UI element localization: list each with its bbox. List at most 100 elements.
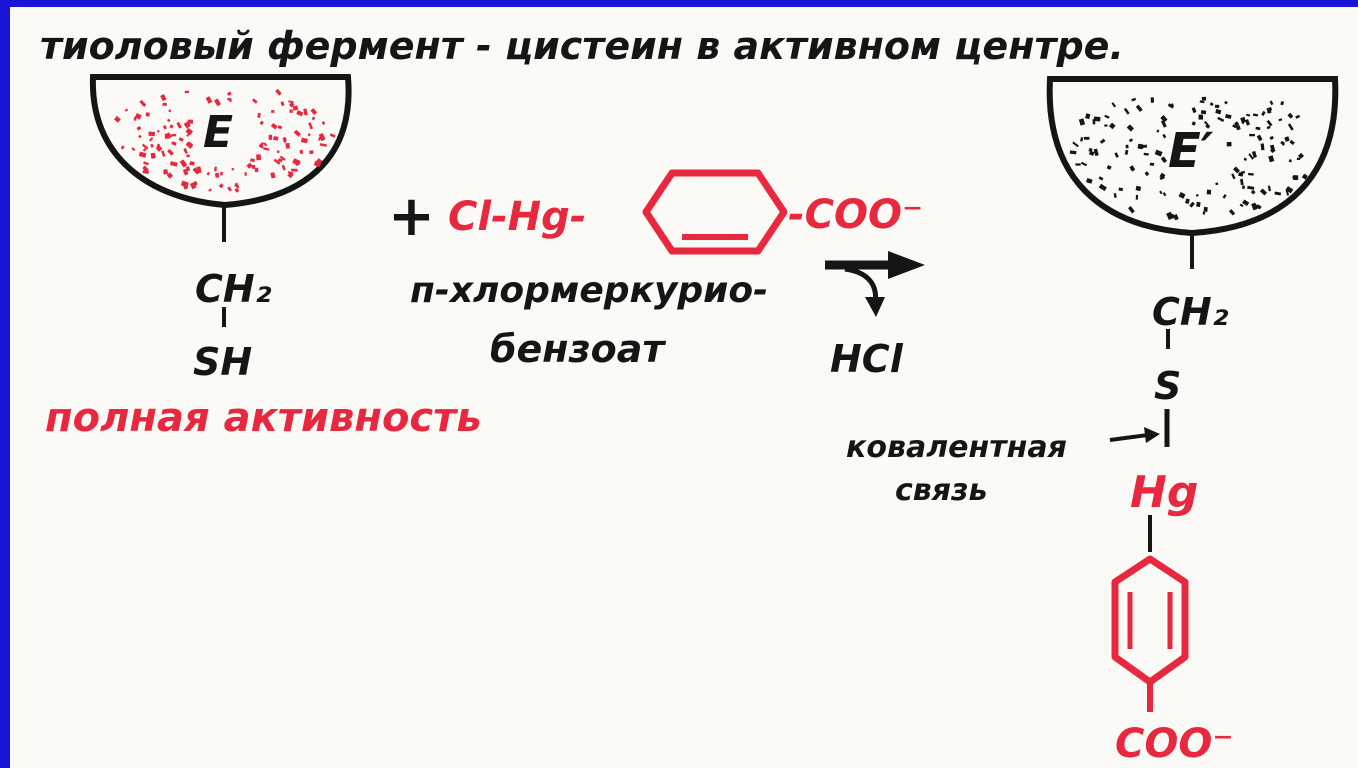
texture-speck xyxy=(186,141,194,148)
texture-speck xyxy=(234,182,240,189)
texture-speck xyxy=(254,167,259,173)
left-enzyme-dots xyxy=(114,88,336,193)
texture-speck xyxy=(1280,100,1285,106)
texture-speck xyxy=(1243,157,1247,161)
texture-speck xyxy=(1162,133,1167,139)
texture-speck xyxy=(187,119,193,124)
texture-speck xyxy=(252,98,258,104)
texture-speck xyxy=(169,124,174,129)
texture-speck xyxy=(300,137,308,144)
texture-speck xyxy=(1244,119,1251,126)
texture-speck xyxy=(1215,182,1219,186)
texture-speck xyxy=(160,93,167,102)
texture-speck xyxy=(281,164,286,171)
texture-speck xyxy=(1274,191,1282,196)
texture-speck xyxy=(1296,157,1301,161)
texture-speck xyxy=(1099,138,1106,144)
texture-speck xyxy=(268,134,273,140)
texture-speck xyxy=(1191,107,1197,114)
texture-speck xyxy=(1242,185,1245,189)
texture-speck xyxy=(1104,114,1110,119)
texture-speck xyxy=(150,143,154,148)
texture-speck xyxy=(1142,144,1148,148)
texture-speck xyxy=(318,132,326,142)
texture-speck xyxy=(1160,120,1167,128)
texture-speck xyxy=(162,125,167,130)
texture-speck xyxy=(185,127,194,136)
texture-speck xyxy=(124,108,129,112)
texture-speck xyxy=(1295,114,1301,119)
texture-speck xyxy=(1195,194,1199,197)
texture-speck xyxy=(1118,187,1124,192)
texture-speck xyxy=(1114,152,1119,158)
texture-speck xyxy=(156,129,160,133)
texture-speck xyxy=(1228,209,1236,216)
texture-speck xyxy=(285,142,290,149)
texture-speck xyxy=(1160,156,1168,164)
texture-speck xyxy=(1252,113,1259,117)
texture-speck xyxy=(308,122,314,130)
texture-speck xyxy=(244,172,247,176)
texture-speck xyxy=(273,158,281,165)
texture-speck xyxy=(1143,152,1149,156)
texture-speck xyxy=(1162,192,1167,197)
texture-speck xyxy=(291,168,298,172)
texture-speck xyxy=(120,145,125,150)
texture-speck xyxy=(309,150,314,155)
left-enzyme-bowl xyxy=(89,74,352,209)
texture-speck xyxy=(184,90,190,94)
texture-speck xyxy=(1098,183,1107,192)
texture-speck xyxy=(1222,194,1227,199)
right-ch2-label: CH₂ xyxy=(1152,290,1229,334)
texture-speck xyxy=(257,112,261,118)
texture-speck xyxy=(1251,151,1257,158)
texture-speck xyxy=(1231,173,1236,180)
texture-speck xyxy=(185,166,191,172)
texture-speck xyxy=(1203,206,1208,213)
texture-speck xyxy=(1225,113,1232,119)
texture-speck xyxy=(171,133,177,137)
texture-speck xyxy=(1269,100,1274,106)
texture-speck xyxy=(114,115,121,123)
full-activity-label: полная активность xyxy=(45,395,482,441)
texture-speck xyxy=(142,165,149,173)
texture-speck xyxy=(1233,166,1241,174)
texture-speck xyxy=(220,171,223,176)
texture-speck xyxy=(1124,149,1129,155)
texture-speck xyxy=(234,187,240,193)
texture-speck xyxy=(1189,201,1195,208)
reagent: + Cl-Hg- -COO⁻ п-хлормеркурио- бензоат xyxy=(388,169,923,371)
texture-speck xyxy=(189,161,195,166)
texture-speck xyxy=(1261,110,1266,116)
texture-speck xyxy=(1072,141,1079,148)
texture-speck xyxy=(1217,116,1225,122)
texture-speck xyxy=(276,150,280,154)
texture-speck xyxy=(213,98,222,107)
left-enzyme: E CH₂ SH полная активность xyxy=(45,74,482,441)
texture-speck xyxy=(1287,123,1294,131)
texture-speck xyxy=(181,180,189,187)
texture-speck xyxy=(1196,201,1201,208)
texture-speck xyxy=(277,158,283,163)
texture-speck xyxy=(263,142,268,147)
texture-speck xyxy=(1098,176,1104,181)
texture-speck xyxy=(296,110,304,117)
texture-speck xyxy=(1123,107,1130,115)
texture-speck xyxy=(1246,113,1251,117)
right-s-label: S xyxy=(1154,364,1181,408)
texture-speck xyxy=(231,167,235,171)
texture-speck xyxy=(1198,114,1204,120)
texture-speck xyxy=(1149,162,1155,166)
texture-speck xyxy=(1249,133,1255,137)
texture-speck xyxy=(1111,102,1117,108)
texture-speck xyxy=(1075,163,1081,166)
texture-speck xyxy=(148,137,154,142)
texture-speck xyxy=(1255,126,1261,131)
texture-speck xyxy=(148,131,156,137)
texture-speck xyxy=(1086,178,1093,184)
texture-speck xyxy=(1137,143,1144,150)
texture-speck xyxy=(1135,185,1142,192)
texture-speck xyxy=(319,143,327,147)
texture-speck xyxy=(1078,118,1086,126)
texture-speck xyxy=(1080,161,1088,167)
